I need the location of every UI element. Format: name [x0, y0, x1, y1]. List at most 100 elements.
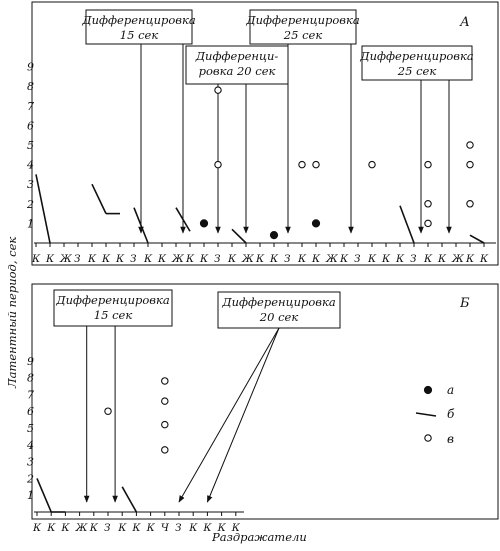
- panel-a-stimulus-label: К: [381, 253, 391, 265]
- panel-a-stimulus-label: К: [437, 253, 447, 265]
- y-axis-label: Латентный период, сек: [5, 237, 19, 389]
- panel-a-stimulus-label: Ж: [171, 253, 185, 265]
- panel-a-response-open-circle: [368, 160, 376, 169]
- panel-a-annotation-box: [249, 9, 357, 45]
- panel-a-response-open-circle: [466, 160, 474, 169]
- panel-b-y-tick-1: 1: [27, 489, 34, 502]
- panel-a-stimulus-label: З: [284, 253, 291, 265]
- panel-a-annotation-text: Дифференцировка: [359, 49, 474, 63]
- legend-open-circle: [424, 434, 432, 442]
- panel-a-annotation-box: [361, 45, 473, 81]
- panel-a-response-line: [175, 207, 191, 232]
- panel-a-stimulus-label: К: [479, 253, 489, 265]
- panel-b-annotation-text: Дифференцировка: [55, 293, 170, 307]
- panel-a-response-line: [469, 234, 485, 244]
- panel-a-annotation-box: [85, 9, 193, 45]
- panel-a-stimulus-label: З: [354, 253, 361, 265]
- panel-b-response-line: [36, 478, 52, 513]
- panel-a-response-open-circle: [312, 160, 320, 169]
- panel-b-y-tick-7: 7: [27, 388, 34, 401]
- panel-a-y-tick-5: 5: [27, 139, 34, 152]
- legend: а б в: [415, 383, 455, 446]
- panel-a-stimulus-label: К: [367, 253, 377, 265]
- panel-a-stimulus-label: К: [199, 253, 209, 265]
- panel-b-annotation-box: [53, 289, 173, 327]
- panel-a-response-line: [91, 183, 107, 214]
- panel-a-response-open-circle: [214, 160, 222, 169]
- panel-a-stimulus-label: Ж: [325, 253, 339, 265]
- panel-b-y-tick-8: 8: [27, 372, 34, 385]
- legend-line: [415, 412, 437, 417]
- panel-a-stimulus-label: Ж: [241, 253, 255, 265]
- panel-b-stimulus-label: К: [231, 522, 241, 534]
- panel-a-stimulus-label: К: [423, 253, 433, 265]
- panel-a-response-open-circle: [424, 200, 432, 208]
- panel-a-stimulus-label: К: [227, 253, 237, 265]
- panel-b-stimulus-label: К: [46, 522, 56, 534]
- x-axis-label: Раздражатели: [211, 530, 307, 544]
- legend-label-a: а: [447, 383, 454, 397]
- panel-a-stimulus-label: Ж: [451, 253, 465, 265]
- panel-a-annotation-text: 15 сек: [120, 28, 159, 42]
- panel-b-stimulus-label: К: [188, 522, 198, 534]
- panel-a-annotation-text: Дифференци-: [195, 49, 279, 63]
- panel-a-stimulus-label: З: [130, 253, 137, 265]
- panel-a-response-open-circle: [298, 160, 306, 169]
- panel-a-response-filled-dot: [199, 219, 209, 228]
- panel-a-stimulus-label: К: [339, 253, 349, 265]
- panel-b-stimulus-label: К: [131, 522, 141, 534]
- panel-a-y-tick-1: 1: [27, 217, 34, 230]
- panel-a-annotation-text: Дифференцировка: [245, 13, 360, 27]
- panel-b-y-tick-6: 6: [27, 405, 34, 418]
- panel-b-stimulus-label: Ч: [161, 522, 170, 534]
- panel-b-stimulus-label: З: [104, 522, 111, 534]
- panel-a-stimulus-label: К: [45, 253, 55, 265]
- panel-a-stimulus-label: К: [87, 253, 97, 265]
- panel-b-stimulus-label: К: [217, 522, 227, 534]
- legend-filled-dot: [423, 385, 433, 395]
- panel-b-stimulus-label: К: [32, 522, 42, 534]
- panel-b-frame: [31, 283, 499, 520]
- panel-b-response-line: [121, 486, 138, 513]
- panel-b-stimulus-label: З: [175, 522, 182, 534]
- panel-a-response-line: [231, 228, 247, 244]
- panel-b-stimulus-label: К: [89, 522, 99, 534]
- panel-b-stimulus-label: Ж: [75, 522, 89, 534]
- panel-a-stimulus-label: З: [410, 253, 417, 265]
- panel-a-annotation-box: [185, 45, 289, 85]
- panel-a-stimulus-label: К: [143, 253, 153, 265]
- panel-a-annotation-text: 25 сек: [283, 28, 323, 42]
- panel-a-response-filled-dot: [269, 231, 279, 240]
- legend-label-b: б: [447, 407, 455, 421]
- panel-a-annotation-text: Дифференцировка: [81, 13, 196, 27]
- panel-b-annotation-text: Дифференцировка: [221, 295, 336, 309]
- panel-a-stimulus-label: Ж: [59, 253, 73, 265]
- legend-label-c: в: [447, 432, 454, 446]
- panel-a-annotation-text: 25 сек: [397, 64, 437, 78]
- panel-a-response-open-circle: [214, 86, 222, 94]
- panel-a-response-line: [35, 174, 51, 244]
- panel-b-y-tick-5: 5: [27, 422, 34, 435]
- panel-a-stimulus-label: К: [115, 253, 125, 265]
- panel-b-response-open-circle: [104, 407, 112, 415]
- panel-a-stimulus-label: К: [255, 253, 265, 265]
- panel-a-y-tick-6: 6: [27, 119, 34, 132]
- panel-a-response-open-circle: [424, 219, 432, 228]
- panel-a-response-open-circle: [466, 141, 474, 149]
- panel-a-stimulus-label: К: [395, 253, 405, 265]
- panel-b-y-tick-2: 2: [26, 472, 34, 485]
- panel-b-y-tick-4: 4: [26, 439, 34, 452]
- panel-b-stimulus-label: К: [202, 522, 212, 534]
- panel-a-stimulus-label: К: [465, 253, 475, 265]
- panel-b-stimulus-label: К: [60, 522, 70, 534]
- panel-b-annotation-box: [217, 291, 341, 329]
- panel-a-response-line: [133, 207, 149, 244]
- panel-b-stimulus-label: К: [146, 522, 156, 534]
- panel-b-y-tick-3: 3: [27, 456, 34, 469]
- panel-b-letter: Б: [459, 296, 470, 311]
- panel-b-stimulus-label: К: [117, 522, 127, 534]
